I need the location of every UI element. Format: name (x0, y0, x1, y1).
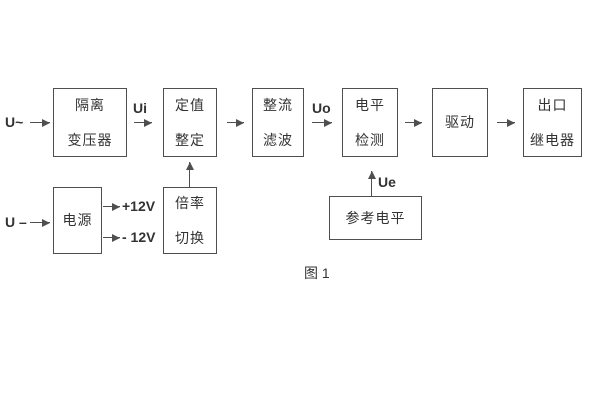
block-label: 驱动 (445, 114, 475, 130)
arrow-plus12v-output-icon (103, 202, 120, 211)
block-rectify-filter: 整流 滤波 (252, 88, 304, 157)
arrow-rate-to-setting-icon (185, 162, 194, 187)
arrow-ac-input-icon (30, 118, 50, 127)
block-label: 电源 (62, 212, 93, 228)
block-rate-switch: 倍率 切换 (163, 187, 217, 254)
block-label: 出口 (537, 96, 568, 113)
label-minus12v: - 12V (122, 229, 156, 245)
block-label: 倍率 (175, 194, 205, 211)
block-label: 检测 (355, 131, 385, 148)
block-label: 参考电平 (345, 209, 406, 226)
block-drive: 驱动 (432, 88, 488, 157)
block-setting-adjust: 定值 整定 (163, 88, 217, 157)
block-reference-level: 参考电平 (329, 196, 422, 240)
block-label: 整定 (175, 131, 205, 148)
block-label: 变压器 (67, 131, 113, 148)
label-plus12v: +12V (122, 198, 156, 214)
block-power-supply: 电源 (53, 187, 102, 254)
block-output-relay: 出口 继电器 (523, 88, 582, 157)
block-label: 切换 (175, 229, 205, 246)
block-label: 滤波 (263, 131, 293, 148)
block-isolation-transformer: 隔离 变压器 (53, 88, 127, 157)
arrow-drive-to-relay-icon (497, 118, 515, 127)
arrow-setting-to-rectify-icon (227, 118, 244, 127)
block-label: 隔离 (75, 96, 105, 113)
block-label: 继电器 (530, 131, 575, 148)
arrow-ui-signal-icon (134, 118, 152, 127)
block-level-detect: 电平 检测 (342, 88, 398, 157)
label-ui-signal: Ui (133, 100, 147, 116)
block-label: 整流 (263, 96, 293, 113)
label-dc-input: U – (5, 214, 27, 230)
label-ue-signal: Ue (378, 174, 396, 190)
arrow-minus12v-output-icon (103, 233, 120, 242)
arrow-ue-signal-icon (367, 171, 376, 196)
arrow-dc-input-icon (30, 218, 50, 227)
block-label: 电平 (355, 96, 385, 113)
figure-caption: 图 1 (304, 265, 330, 281)
block-label: 定值 (175, 96, 205, 113)
arrow-uo-signal-icon (312, 118, 332, 127)
label-ac-input: U~ (5, 114, 24, 130)
label-uo-signal: Uo (312, 100, 331, 116)
arrow-level-to-drive-icon (405, 118, 422, 127)
